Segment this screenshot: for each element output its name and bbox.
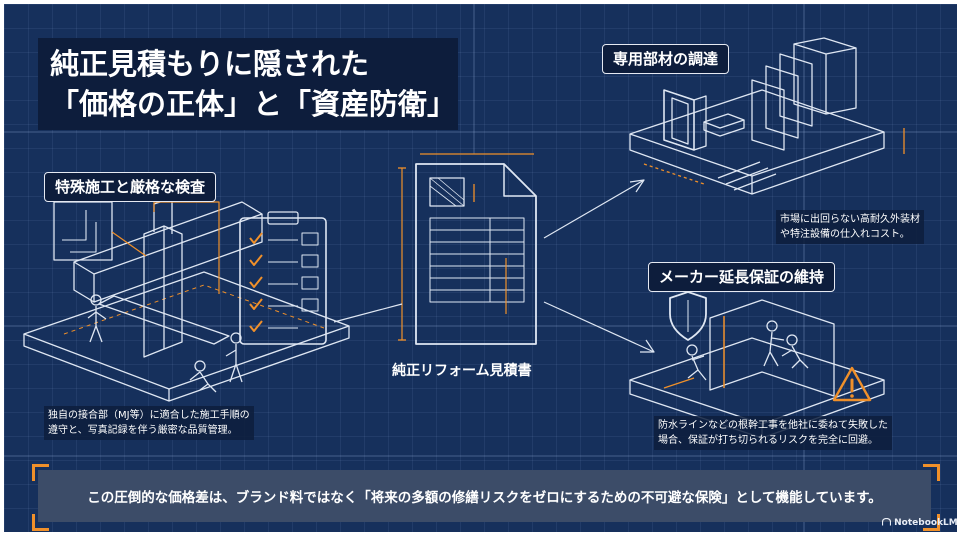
caption-materials-line-1: 市場に出回らない高耐久外装材 xyxy=(780,214,920,225)
notebooklm-logo-icon xyxy=(881,517,892,526)
caption-warranty-line-1: 防水ラインなどの根幹工事を他社に委ねて失敗した xyxy=(658,420,888,431)
callout-warranty: メーカー延長保証の維持 xyxy=(648,262,836,292)
clipboard-checklist-icon xyxy=(239,211,327,345)
materials-platform xyxy=(629,89,905,195)
warranty-worker-figures xyxy=(686,320,809,381)
stacked-wall-panels xyxy=(751,37,857,151)
worker-figures xyxy=(87,294,243,393)
construction-platform xyxy=(23,271,350,402)
page-title: 純正見積もりに隠された 「価格の正体」と「資産防衛」 xyxy=(38,38,458,130)
banner-corner-top-right xyxy=(923,464,940,481)
caption-materials: 市場に出回らない高耐久外装材 や特注設備の仕入れコスト。 xyxy=(776,210,924,244)
caption-construction: 独自の接合部（MJ等）に適合した施工手順の 遵守と、写真記録を伴う厳密な品質管理… xyxy=(44,406,254,440)
callout-materials: 専用部材の調達 xyxy=(602,44,730,74)
blueprint-illustration xyxy=(4,4,957,532)
title-line-1: 純正見積もりに隠された xyxy=(50,47,370,81)
connector-arrows xyxy=(333,179,655,353)
caption-construction-line-2: 遵守と、写真記録を伴う厳密な品質管理。 xyxy=(48,425,238,436)
estimate-document-icon xyxy=(398,153,537,345)
caption-materials-line-2: や特注設備の仕入れコスト。 xyxy=(780,229,910,240)
notebooklm-logo-text: NotebookLM xyxy=(894,518,957,528)
warning-triangle-icon xyxy=(832,366,872,402)
summary-banner: この圧倒的な価格差は、ブランド料ではなく「将来の多額の修繕リスクをゼロにするため… xyxy=(38,470,931,522)
summary-banner-text: この圧倒的な価格差は、ブランド料ではなく「将来の多額の修繕リスクをゼロにするため… xyxy=(87,490,882,506)
caption-construction-line-1: 独自の接合部（MJ等）に適合した施工手順の xyxy=(48,410,250,421)
joint-detail-callout xyxy=(53,201,220,294)
shield-icon xyxy=(669,291,707,341)
callout-construction: 特殊施工と厳格な検査 xyxy=(44,172,217,202)
caption-warranty: 防水ラインなどの根幹工事を他社に委ねて失敗した 場合、保証が打ち切られるリスクを… xyxy=(654,416,892,450)
caption-warranty-line-2: 場合、保証が打ち切られるリスクを完全に回避。 xyxy=(658,435,878,446)
structural-joint-frame xyxy=(73,197,263,358)
notebooklm-logo: NotebookLM xyxy=(881,517,957,528)
banner-corner-bottom-left xyxy=(32,514,49,531)
title-line-2: 「価格の正体」と「資産防衛」 xyxy=(50,87,457,121)
estimate-document-label: 純正リフォーム見積書 xyxy=(392,363,532,379)
infographic-board: 純正見積もりに隠された 「価格の正体」と「資産防衛」 特殊施工と厳格な検査 独自… xyxy=(4,4,957,532)
banner-corner-bottom-right xyxy=(923,514,940,531)
banner-corner-top-left xyxy=(32,464,49,481)
material-block-and-rails xyxy=(703,113,777,191)
